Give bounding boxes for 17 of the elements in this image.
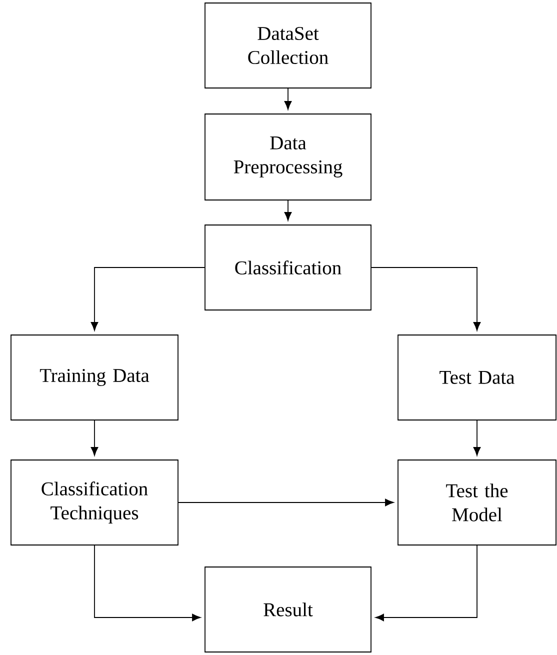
process-box: Data Preprocessing xyxy=(204,114,372,200)
arrow xyxy=(473,420,481,456)
arrow xyxy=(284,88,292,110)
process-box: Result xyxy=(204,566,372,652)
process-box: DataSet Collection xyxy=(204,2,372,88)
process-box: Classification xyxy=(204,224,372,310)
arrow xyxy=(375,545,478,622)
arrow xyxy=(90,267,205,331)
arrow xyxy=(371,267,481,331)
arrow xyxy=(94,545,201,622)
process-box: Test the Model xyxy=(398,460,556,546)
arrow xyxy=(90,420,98,456)
arrow xyxy=(284,200,292,221)
arrow xyxy=(178,498,394,506)
process-box: Test Data xyxy=(398,334,556,420)
process-box: Classification Techniques xyxy=(10,460,178,546)
process-box: Training Data xyxy=(10,334,178,420)
